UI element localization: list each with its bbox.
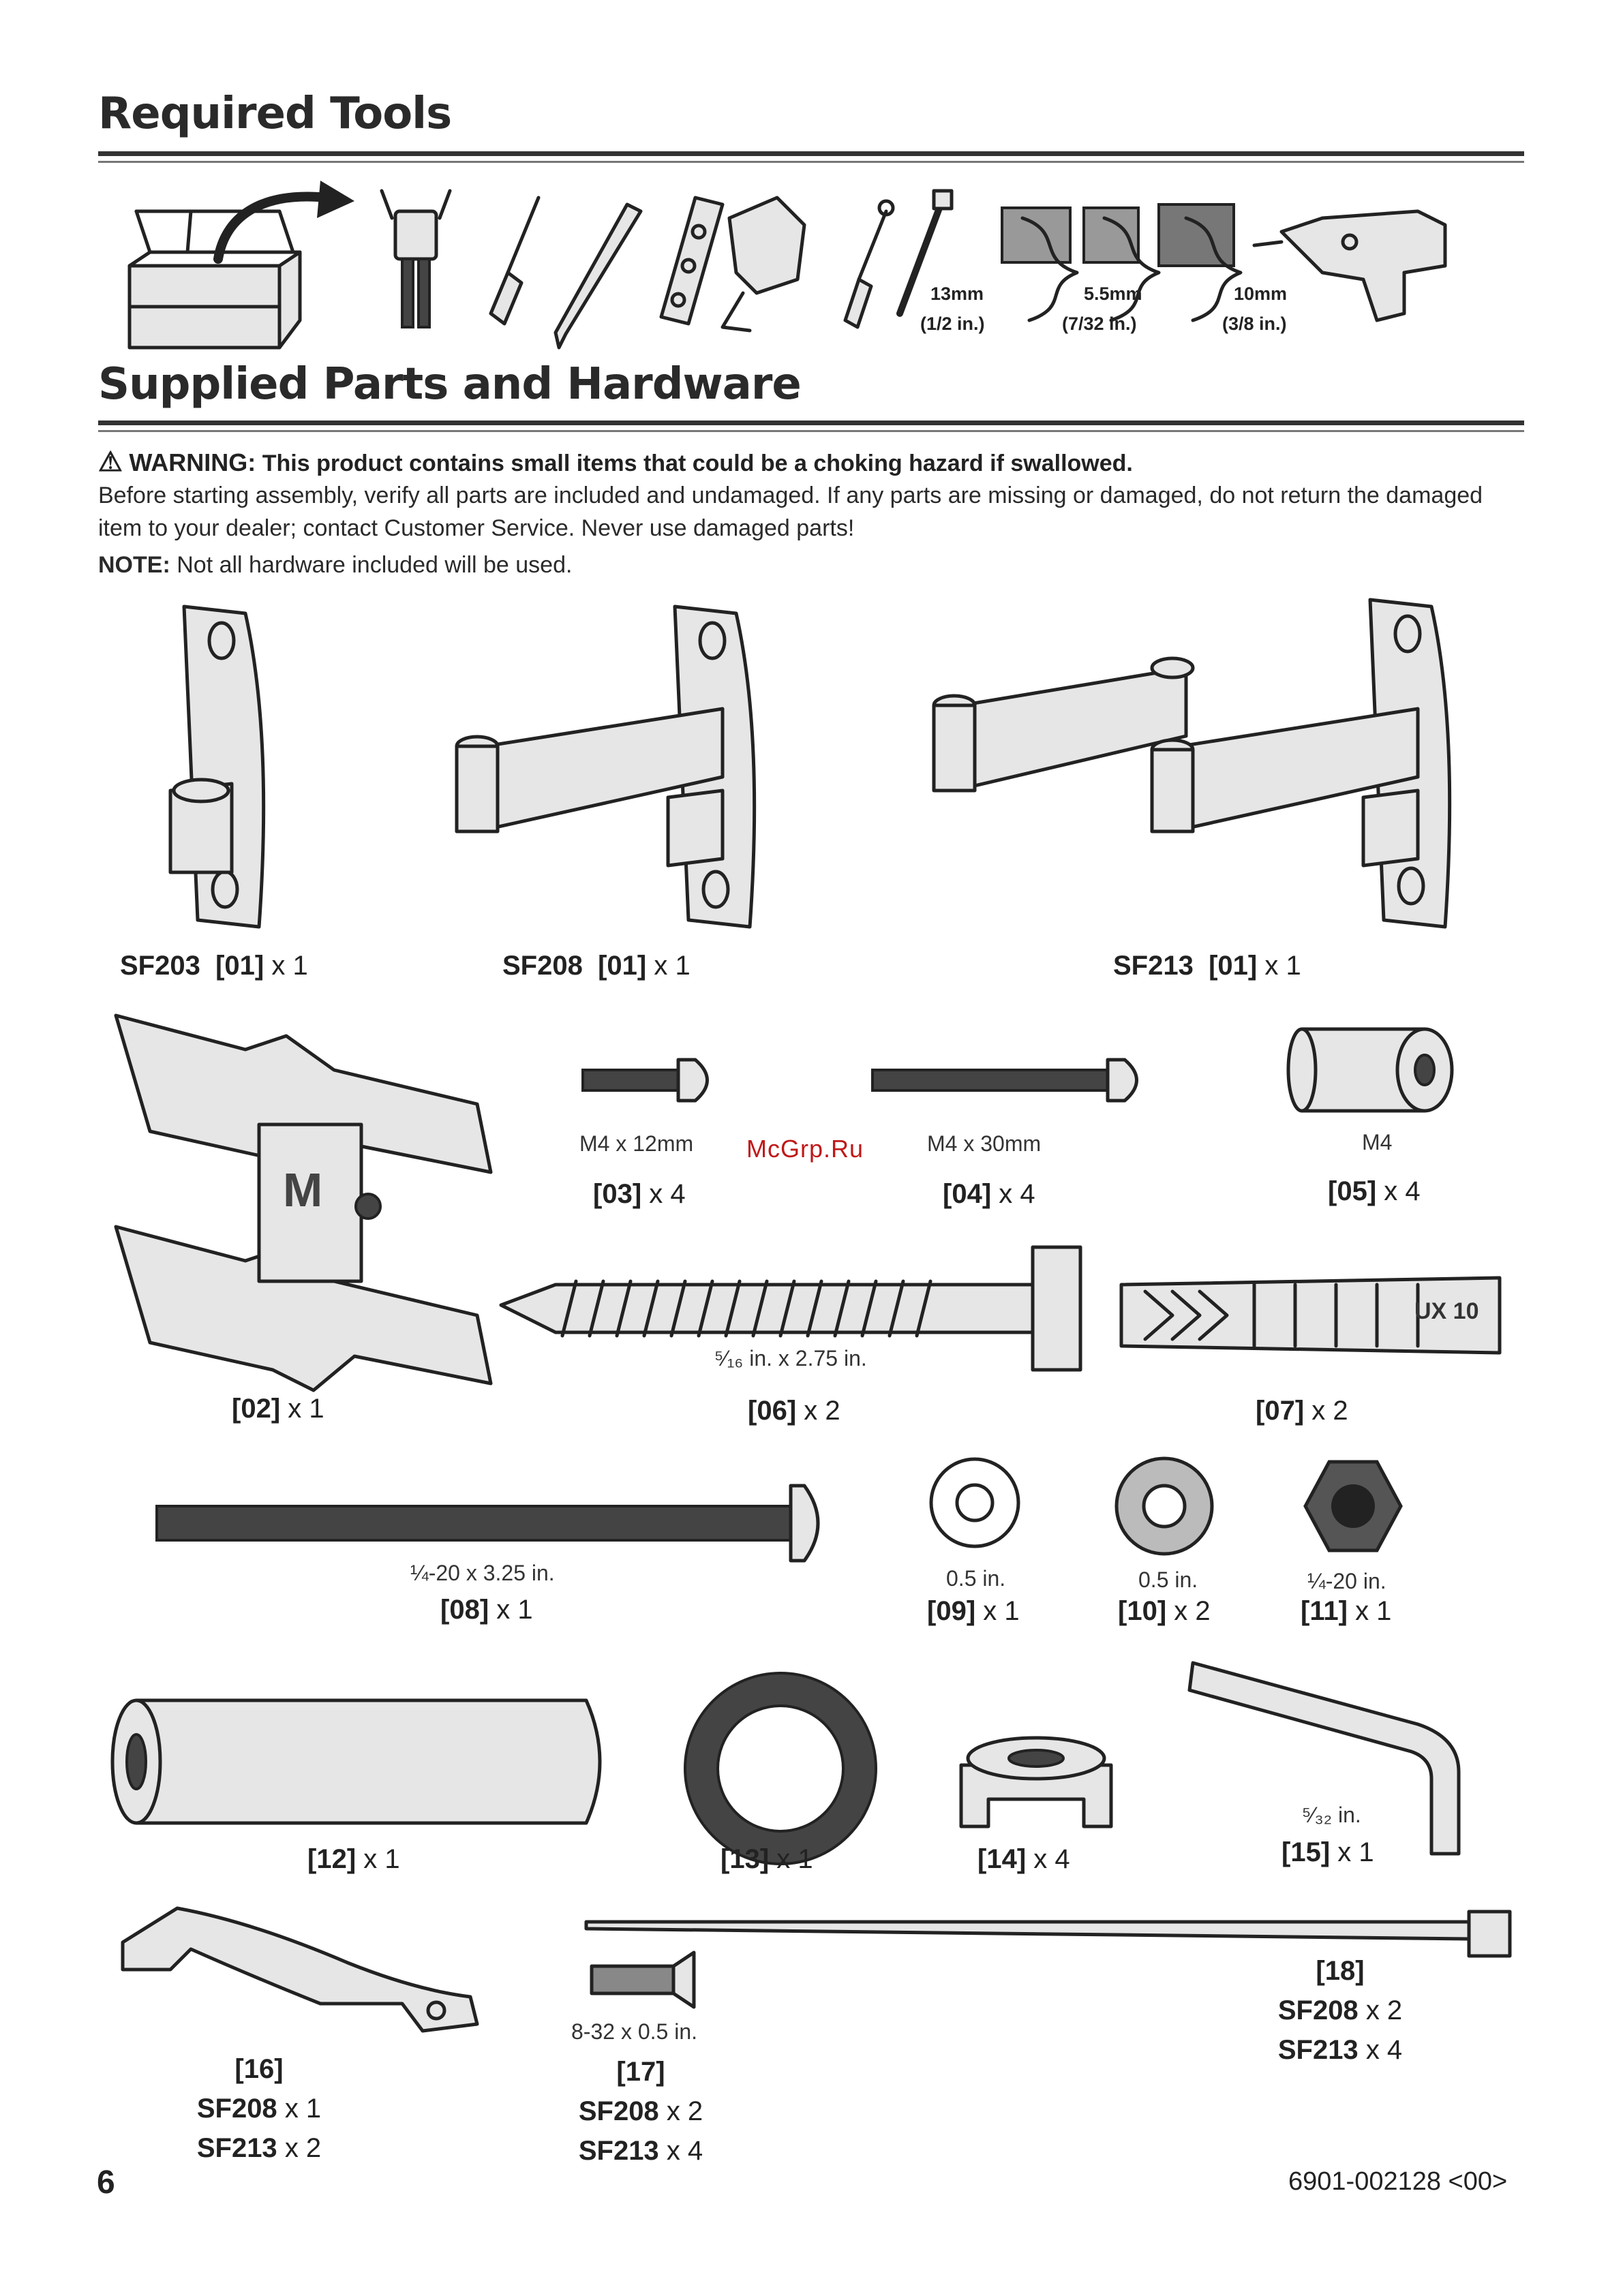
part-spec-15: ⁵⁄₃₂ in. — [1302, 1803, 1361, 1827]
part-label-02: [02] x 1 — [232, 1394, 324, 1424]
part-label-06: [06] x 2 — [748, 1396, 840, 1426]
part-spec-10: 0.5 in. — [1138, 1567, 1198, 1592]
pencil-icon — [553, 202, 643, 350]
part-label-05: [05] x 4 — [1328, 1176, 1421, 1206]
svg-text:M: M — [283, 1163, 322, 1216]
bit-size-label: 10mm — [1234, 284, 1288, 304]
part-label-16: [16] SF208 x 1 SF213 x 2 — [196, 2054, 322, 2163]
part-16-illustration — [121, 1906, 479, 2033]
part-sf208-illustration — [455, 604, 757, 929]
level-icon — [659, 196, 725, 326]
part-spec-08: ¼-20 x 3.25 in. — [410, 1561, 555, 1585]
part-10-illustration — [1114, 1456, 1214, 1556]
part-label-15: [15] x 1 — [1281, 1837, 1374, 1867]
part-label-17: [17] SF208 x 2 SF213 x 4 — [578, 2057, 703, 2166]
part-spec-05: M4 — [1362, 1130, 1393, 1154]
bit-size-label: (1/2 in.) — [920, 313, 985, 334]
warning-text: This product contains small items that c… — [262, 450, 1133, 476]
part-label-sf203: SF203 [01] x 1 — [120, 951, 308, 981]
part-label-04: [04] x 4 — [943, 1179, 1035, 1209]
drill-bit-wood-icon — [1001, 206, 1079, 322]
screwdriver-icon — [489, 196, 541, 326]
part-label-14: [14] x 4 — [977, 1844, 1070, 1874]
warning-line: ⚠ WARNING: This product contains small i… — [98, 446, 1133, 478]
section-rule — [98, 420, 1524, 425]
section-title-required-tools: Required Tools — [98, 89, 452, 139]
part-17-illustration — [590, 1950, 696, 2009]
part-label-sf213: SF213 [01] x 1 — [1113, 951, 1301, 981]
part-sf213-illustration — [932, 598, 1452, 929]
page-number: 6 — [97, 2164, 115, 2201]
section-rule — [98, 151, 1524, 156]
part-label-03: [03] x 4 — [593, 1179, 686, 1209]
part-label-18: [18] SF208 x 2 SF213 x 4 — [1277, 1956, 1403, 2065]
warning-label: WARNING: — [129, 448, 256, 476]
section-rule — [98, 430, 1524, 432]
warning-icon: ⚠ — [98, 447, 123, 477]
part-label-13: [13] x 1 — [721, 1844, 813, 1874]
power-drill-icon — [1252, 209, 1447, 322]
part-spec-09: 0.5 in. — [946, 1566, 1006, 1591]
socket-wrench-icon — [896, 189, 954, 317]
part-label-10: [10] x 2 — [1118, 1596, 1211, 1626]
part-label-07: [07] x 2 — [1256, 1396, 1348, 1426]
tools-illustration — [127, 181, 1447, 350]
bit-size-label: 13mm — [930, 284, 984, 304]
part-18-illustration — [584, 1910, 1512, 1958]
note-label: NOTE: — [98, 552, 170, 578]
section-title-supplied-parts: Supplied Parts and Hardware — [98, 359, 802, 410]
part-label-08: [08] x 1 — [440, 1595, 533, 1625]
drill-bit-concrete-icon — [1157, 203, 1243, 322]
part-14-illustration — [959, 1736, 1113, 1828]
section-rule — [98, 161, 1524, 163]
part-12-illustration — [110, 1698, 602, 1825]
warning-paragraph: Before starting assembly, verify all par… — [98, 483, 1483, 541]
part-08-illustration — [155, 1484, 820, 1563]
note-text: Not all hardware included will be used. — [177, 552, 573, 578]
part-03-illustration — [581, 1058, 709, 1103]
bit-size-label: (7/32 in.) — [1062, 313, 1137, 334]
part-06-illustration — [499, 1245, 1082, 1372]
part-07-stamp: UX 10 — [1414, 1298, 1479, 1324]
part-label-11: [11] x 1 — [1301, 1596, 1392, 1626]
part-spec-17: 8-32 x 0.5 in. — [571, 2019, 697, 2044]
watermark: McGrp.Ru — [746, 1135, 864, 1163]
note-line: NOTE: Not all hardware included will be … — [98, 549, 572, 581]
document-code: 6901-002128 <00> — [1288, 2167, 1508, 2196]
screwdriver-icon — [843, 199, 895, 329]
part-label-12: [12] x 1 — [307, 1844, 400, 1874]
part-11-illustration — [1303, 1460, 1403, 1552]
part-spec-11: ¼-20 in. — [1307, 1569, 1386, 1593]
bit-size-label: (3/8 in.) — [1222, 313, 1287, 334]
part-02-illustration: M — [114, 1013, 493, 1392]
part-05-illustration — [1286, 1027, 1454, 1113]
part-07-illustration — [1119, 1276, 1502, 1355]
tape-measure-icon — [721, 196, 806, 333]
wrench-icon — [380, 189, 452, 328]
part-09-illustration — [929, 1457, 1020, 1548]
toolbox-icon — [127, 209, 302, 350]
part-spec-03: M4 x 12mm — [579, 1131, 694, 1156]
bit-size-label: 5.5mm — [1084, 284, 1142, 304]
part-spec-06: ⁵⁄₁₆ in. x 2.75 in. — [714, 1346, 867, 1371]
part-sf203-illustration — [168, 604, 266, 929]
part-13-illustration — [684, 1672, 877, 1865]
part-label-09: [09] x 1 — [927, 1596, 1020, 1626]
part-15-illustration — [1187, 1661, 1461, 1856]
drill-bit-wood-icon — [1082, 206, 1161, 322]
part-label-sf208: SF208 [01] x 1 — [502, 951, 691, 981]
part-spec-04: M4 x 30mm — [927, 1131, 1042, 1156]
part-04-illustration — [871, 1058, 1138, 1103]
